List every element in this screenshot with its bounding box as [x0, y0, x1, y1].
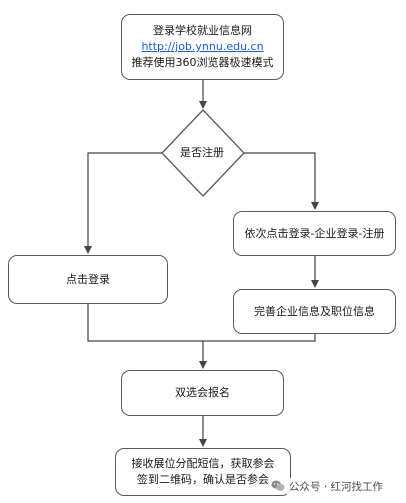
watermark: 公众号 · 红河找工作: [268, 478, 387, 494]
website-url-link[interactable]: http://job.ynnu.edu.cn: [141, 40, 264, 53]
job-fair-signup-box: 双选会报名: [121, 370, 284, 416]
browser-recommendation-text: 推荐使用360浏览器极速模式: [131, 56, 274, 69]
job-fair-signup-text: 双选会报名: [175, 386, 230, 399]
booth-sms-text: 接收展位分配短信，获取参会: [131, 457, 275, 470]
watermark-text: 公众号 · 红河找工作: [289, 480, 384, 493]
qr-confirm-text: 签到二维码，确认是否参会: [137, 473, 269, 486]
login-website-text: 登录学校就业信息网: [153, 24, 252, 37]
register-steps-box: 依次点击登录-企业登录-注册: [233, 211, 396, 256]
complete-info-text: 完善企业信息及职位信息: [254, 304, 375, 318]
register-steps-text: 依次点击登录-企业登录-注册: [244, 226, 385, 240]
decision-diamond: [161, 109, 245, 197]
complete-info-box: 完善企业信息及职位信息: [233, 289, 396, 334]
arrow-complete-to-fair: [203, 334, 316, 342]
confirm-attendance-box: 接收展位分配短信，获取参会 签到二维码，确认是否参会: [115, 448, 291, 496]
click-login-text: 点击登录: [66, 272, 110, 286]
login-website-box: 登录学校就业信息网 http://job.ynnu.edu.cn 推荐使用360…: [121, 14, 284, 80]
click-login-box: 点击登录: [8, 255, 168, 304]
decision-label: 是否注册: [180, 146, 224, 159]
wechat-icon: [271, 480, 285, 491]
arrow-decision-to-register: [244, 152, 319, 210]
arrow-click-login-to-fair: [87, 304, 207, 369]
arrow-decision-to-click-login: [84, 152, 162, 254]
